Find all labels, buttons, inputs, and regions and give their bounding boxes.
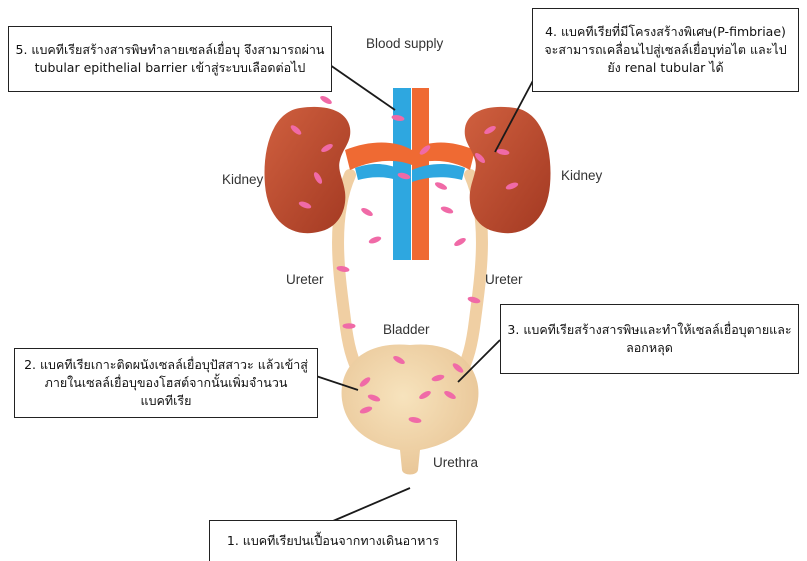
callout-step-2: 2. แบคทีเรียเกาะติดผนังเซลล์เยื่อบุปัสสา…: [14, 348, 318, 418]
label-urethra: Urethra: [433, 455, 478, 470]
callout-step-3: 3. แบคทีเรียสร้างสารพิษและทำให้เซลล์เยื่…: [500, 304, 799, 374]
callout-step-1: 1. แบคทีเรียปนเปื้อนจากทางเดินอาหาร: [209, 520, 457, 561]
bacterium: [453, 236, 467, 247]
bacterium: [440, 205, 454, 215]
callout-step-4: 4. แบคทีเรียที่มีโครงสร้างพิเศษ(P-fimbri…: [532, 8, 799, 92]
bacterium: [319, 94, 333, 105]
label-kidney-right: Kidney: [561, 168, 602, 183]
bacterium: [343, 323, 356, 329]
bacterium: [368, 235, 382, 245]
leader-step-5: [330, 65, 395, 110]
label-ureter-right: Ureter: [485, 272, 523, 287]
label-blood-supply: Blood supply: [366, 36, 443, 51]
label-bladder: Bladder: [383, 322, 430, 337]
leader-step-1: [333, 488, 410, 521]
bacterium: [360, 206, 374, 217]
kidney-left-organ: [264, 107, 350, 233]
label-ureter-left: Ureter: [286, 272, 324, 287]
bacterium: [434, 181, 448, 192]
label-kidney-left: Kidney: [222, 172, 263, 187]
kidney-right-organ: [465, 107, 551, 233]
callout-step-5: 5. แบคทีเรียสร้างสารพิษทำลายเซลล์เยื่อบุ…: [8, 26, 332, 92]
